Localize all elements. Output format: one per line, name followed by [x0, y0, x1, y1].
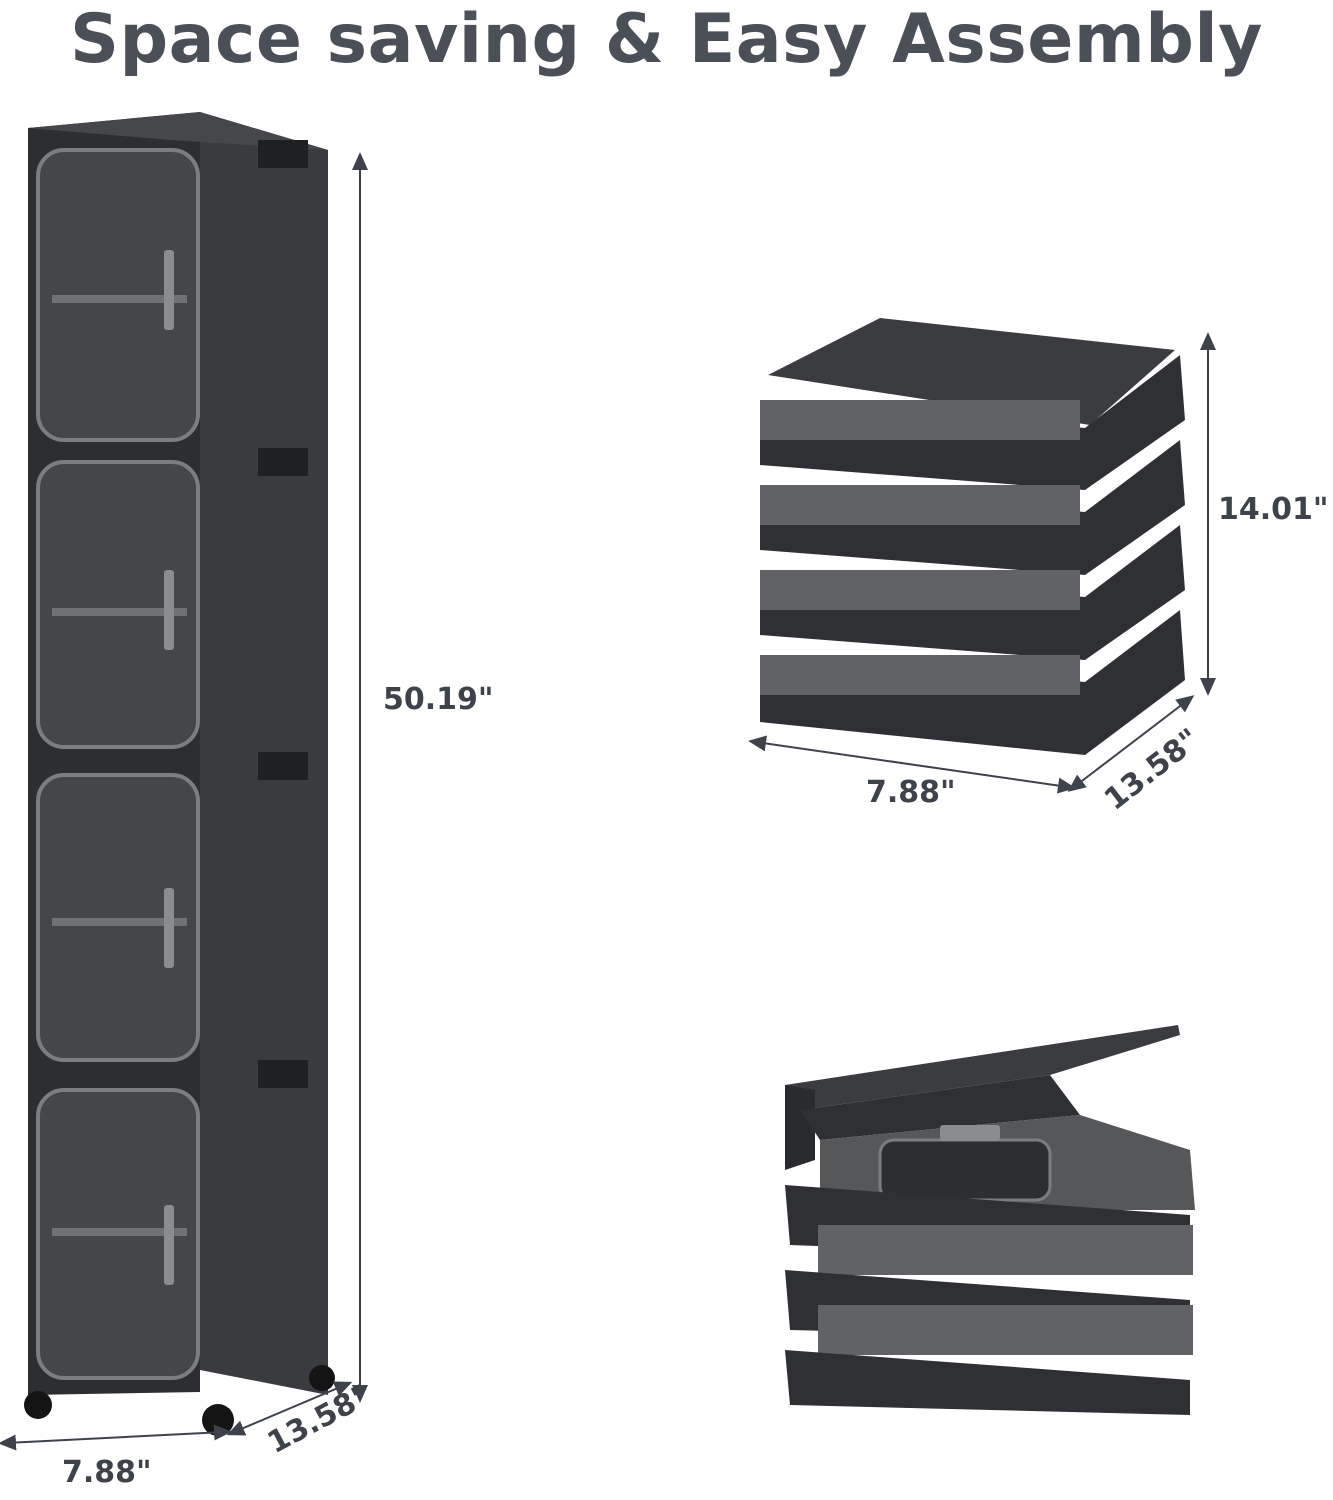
cabinet-door-1	[36, 148, 200, 442]
assembled-cabinet	[24, 112, 335, 1436]
folded-height-label: 14.01"	[1218, 492, 1329, 527]
assembled-height-label: 50.19"	[383, 682, 494, 717]
cabinet-door-4	[36, 1088, 200, 1380]
folded-stack	[760, 318, 1185, 755]
cabinet-door-2	[36, 460, 200, 749]
cabinet-door-3	[36, 773, 200, 1062]
assembled-width-line	[0, 1424, 232, 1451]
folded-width-label: 7.88"	[866, 775, 956, 810]
assembled-width-label: 7.88"	[62, 1455, 152, 1490]
page-title: Space saving & Easy Assembly	[69, 0, 1264, 79]
folded-depth-line	[1067, 695, 1195, 792]
folded-width-line	[748, 735, 1076, 794]
assembled-depth-line	[226, 1381, 353, 1436]
partially-assembled-stack	[785, 1025, 1195, 1415]
